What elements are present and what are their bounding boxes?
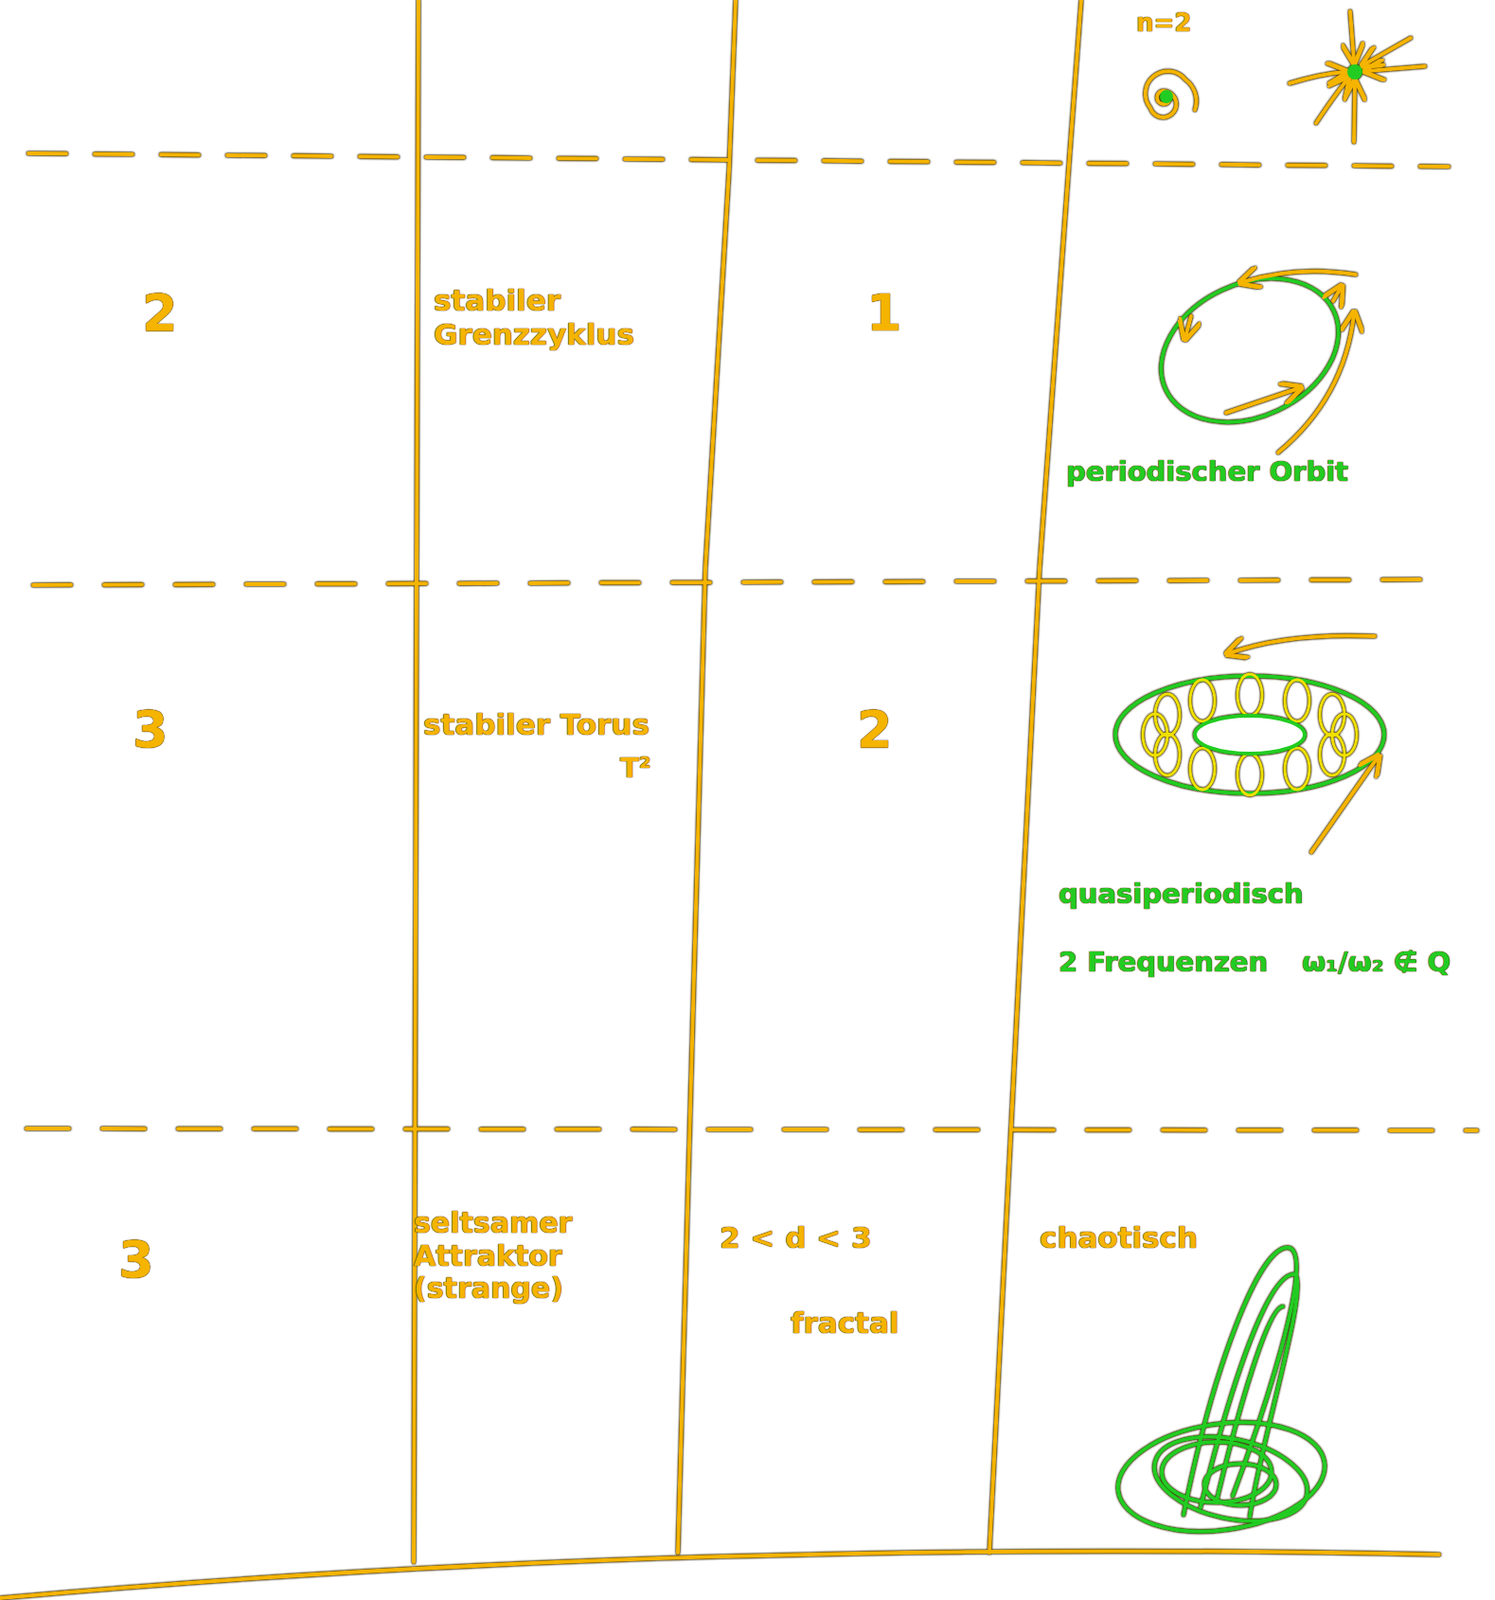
winding [1319, 733, 1345, 776]
frequency-ratio: ω₁/ω₂ ∉ Q [1301, 946, 1451, 979]
trajectory-arrow [1316, 79, 1348, 124]
torus [1115, 635, 1385, 853]
fixed-point [1161, 91, 1172, 102]
cell-number: 2 [856, 700, 893, 760]
limit-cycle [1138, 250, 1363, 453]
winding [1319, 694, 1345, 736]
orbit-label: quasiperiodisch [1058, 878, 1304, 910]
dimension-label: fractal [790, 1306, 899, 1341]
trajectory-arrow [1350, 11, 1354, 61]
trajectory-arrow [1367, 66, 1425, 72]
trajectory-arrow [1353, 83, 1355, 143]
attractor-loop [1204, 1463, 1277, 1506]
attractor-name: stabiler Torus [423, 708, 650, 743]
torus-windings [1142, 674, 1357, 796]
flow-arrow [1226, 388, 1300, 413]
winding [1237, 674, 1263, 716]
cell-number: 1 [866, 284, 903, 343]
strange-attractor [1110, 1247, 1332, 1545]
orbit-label: chaotisch [1039, 1221, 1198, 1256]
winding [1284, 747, 1310, 790]
attractor-curve [1200, 1274, 1298, 1517]
flow-arrow [1185, 316, 1192, 338]
orbit-label: periodischer Orbit [1066, 456, 1349, 488]
bottom-line [0, 1550, 1440, 1599]
trajectory-arrow [1289, 71, 1345, 84]
row-divider [26, 1128, 1478, 1131]
trajectory-arrow [1364, 37, 1411, 65]
row-divider [28, 153, 1449, 167]
attractor-name: stabiler Grenzzyklus [433, 284, 690, 352]
attractor-loop [1161, 1441, 1272, 1503]
spiral-curve [1145, 71, 1197, 118]
spiral-focus [1145, 71, 1197, 118]
cell-number: 2 [142, 284, 178, 343]
flow-arrow [1242, 270, 1356, 283]
torus-symbol: T² [620, 752, 651, 784]
attractor-name: seltsamer Attraktor (strange) [413, 1207, 665, 1306]
flow-arrow [1311, 757, 1378, 853]
winding [1155, 694, 1180, 736]
column-line [677, 0, 736, 1553]
winding [1284, 679, 1310, 722]
dimension-label: 2 < d < 3 [719, 1221, 872, 1256]
orbit-label: 2 Frequenzen [1058, 946, 1268, 979]
winding [1190, 679, 1215, 722]
flow-arrow [1333, 287, 1341, 302]
row-label: n=2 [1136, 9, 1192, 38]
fixed-point [1349, 66, 1361, 78]
attractor-loop [1146, 1423, 1316, 1534]
cell-number: 3 [132, 700, 169, 760]
cell-number: 3 [118, 1230, 155, 1290]
periodic-orbit [1138, 250, 1363, 450]
torus-outline [1115, 676, 1385, 794]
column-line [413, 0, 419, 1563]
winding [1237, 753, 1263, 796]
row-divider [33, 579, 1449, 586]
flow-arrow [1228, 635, 1375, 654]
column-line [989, 0, 1082, 1553]
stable-node [1289, 11, 1425, 143]
flow-arrow [1278, 314, 1354, 453]
winding [1190, 747, 1215, 790]
torus-hole [1194, 715, 1305, 754]
attractor-loop [1110, 1409, 1332, 1545]
